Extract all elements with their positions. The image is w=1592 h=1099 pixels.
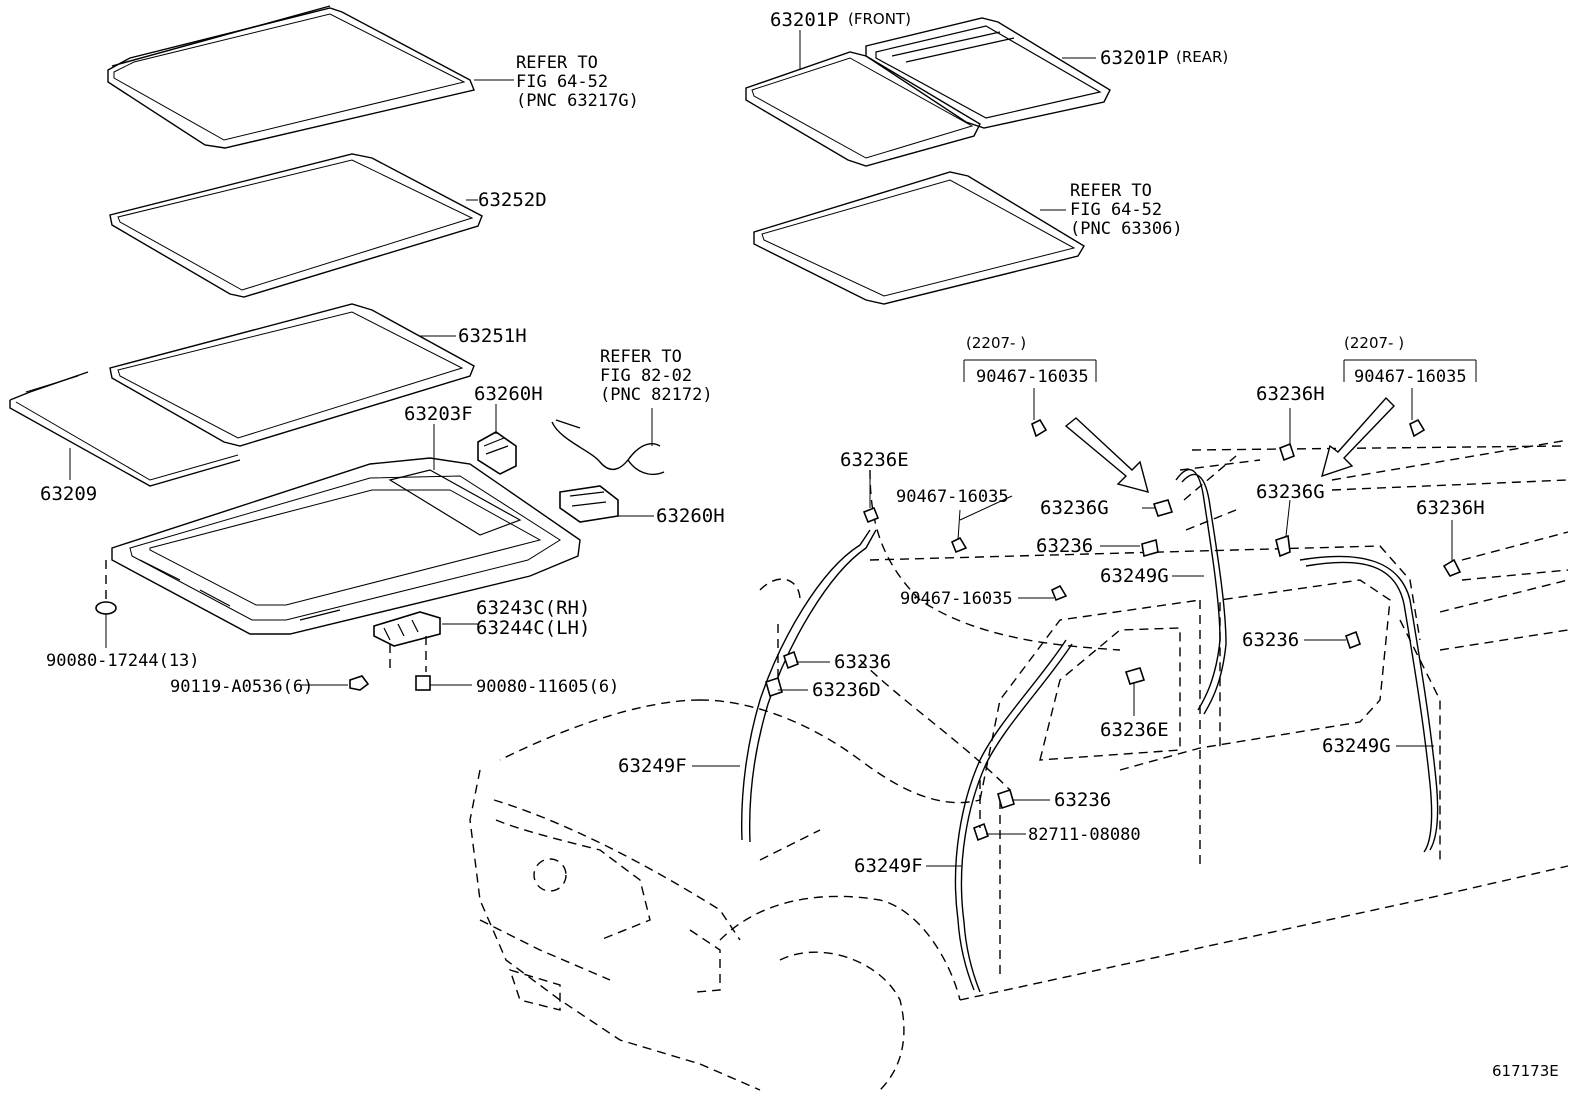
trough-63209-drawing [9, 371, 241, 487]
label-clip-a: 90467-16035 [976, 367, 1089, 387]
label-90080-17244: 90080-17244(13) [46, 651, 200, 671]
label-63249f-b: 63249F [854, 855, 923, 877]
seal-63217g-drawing [107, 5, 475, 149]
motor-63260h-b-drawing [559, 485, 619, 523]
hose-63249f-right [954, 639, 1073, 993]
bolt-90119-drawing [300, 675, 370, 691]
nut-90080-17244-drawing [95, 601, 117, 648]
ref-a-line3: (PNC 63217G) [516, 91, 639, 111]
label-63236h-b: 63236H [1416, 497, 1485, 519]
clip-markers [765, 418, 1462, 842]
label-63243c: 63243C(RH) [476, 597, 590, 619]
label-63236-d: 63236 [1054, 789, 1111, 811]
date-bracket-a [963, 359, 1097, 420]
ref-b-line2: FIG 64-52 [1070, 200, 1162, 220]
ref-b-line3: (PNC 63306) [1070, 219, 1183, 239]
label-date-b: (2207- ) [1344, 334, 1404, 352]
label-63236h-a: 63236H [1256, 383, 1325, 405]
frame-63203f-drawing [111, 457, 581, 635]
label-90119: 90119-A0536(6) [170, 677, 313, 697]
glass-63201p-front-drawing [745, 51, 981, 167]
label-63203f: 63203F [404, 403, 473, 425]
bolt-90080-11605-drawing [415, 675, 472, 691]
label-63236e-b: 63236E [1100, 719, 1169, 741]
label-82711: 82711-08080 [1028, 825, 1141, 845]
label-63244c: 63244C(LH) [476, 617, 590, 639]
label-clip-d: 90467-16035 [900, 589, 1013, 609]
label-front-note: (FRONT) [848, 10, 911, 28]
motor-63260h-a-drawing [477, 431, 517, 475]
ref-a-line2: FIG 64-52 [516, 72, 608, 92]
label-63236e-a: 63236E [840, 449, 909, 471]
ref-c-line2: FIG 82-02 [600, 366, 692, 386]
label-clip-b: 90467-16035 [1354, 367, 1467, 387]
label-63260h-a: 63260H [474, 383, 543, 405]
harness-82172-drawing [551, 419, 665, 476]
label-63249g-a: 63249G [1100, 565, 1169, 587]
label-63201p-front: 63201P [770, 9, 839, 31]
label-date-a: (2207- ) [966, 334, 1026, 352]
figure-id: 617173E [1492, 1062, 1559, 1080]
hose-63249g-left [1175, 468, 1227, 715]
label-63236-b: 63236 [1242, 629, 1299, 651]
label-63236g-b: 63236G [1256, 481, 1325, 503]
label-63260h-b: 63260H [656, 505, 725, 527]
callout-arrow-left [1064, 417, 1149, 493]
seal-63251h-drawing [109, 303, 475, 447]
hose-63249f-left [741, 529, 877, 843]
date-bracket-b [1343, 359, 1477, 420]
hose-63249g-right [1299, 555, 1439, 853]
vehicle-outline-drawing [469, 439, 1569, 1091]
seal-63252d-drawing [109, 153, 483, 298]
label-63201p-rear: 63201P [1100, 47, 1169, 69]
label-63209: 63209 [40, 483, 97, 505]
label-63249g-b: 63249G [1322, 735, 1391, 757]
label-63249f-a: 63249F [618, 755, 687, 777]
label-63236-c: 63236 [834, 651, 891, 673]
label-rear-note: (REAR) [1176, 48, 1228, 66]
label-90080-11605: 90080-11605(6) [476, 677, 619, 697]
label-63252d: 63252D [478, 189, 547, 211]
ref-c-line1: REFER TO [600, 347, 682, 367]
label-63251h: 63251H [458, 325, 527, 347]
ref-c-line3: (PNC 82172) [600, 385, 713, 405]
label-63236d: 63236D [812, 679, 881, 701]
seal-63306-drawing [753, 171, 1085, 305]
label-clip-c: 90467-16035 [896, 487, 1009, 507]
ref-b-line1: REFER TO [1070, 181, 1152, 201]
label-63236g-a: 63236G [1040, 497, 1109, 519]
glass-63201p-rear-drawing [865, 17, 1111, 129]
callout-arrow-right [1320, 396, 1395, 478]
leader-lines-right [692, 408, 1453, 867]
bracket-63243c-drawing [373, 611, 441, 647]
ref-a-line1: REFER TO [516, 53, 598, 73]
label-63236-a: 63236 [1036, 535, 1093, 557]
